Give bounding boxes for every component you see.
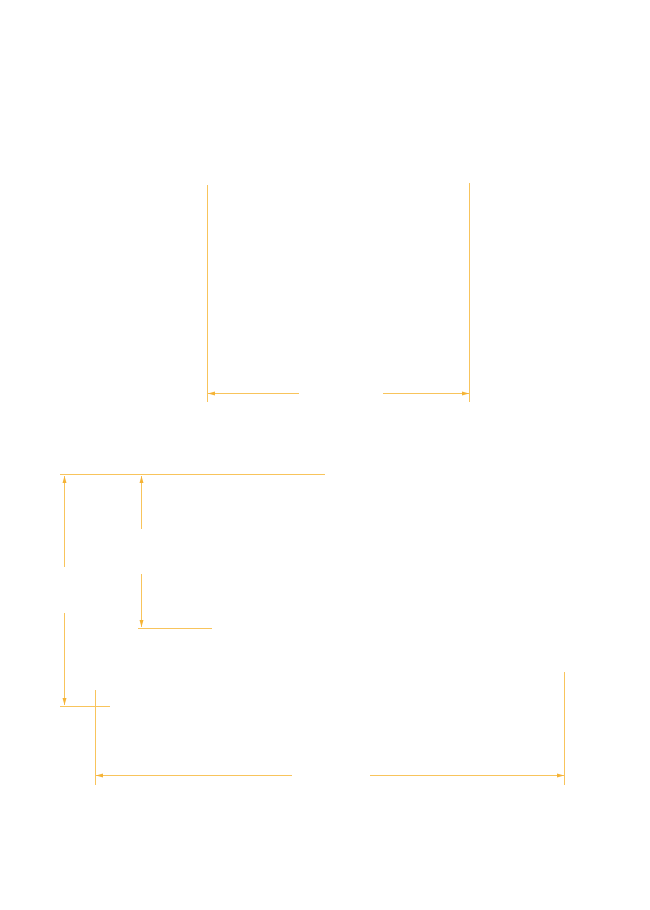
arrowhead-left [208,391,215,396]
arrowhead-down [62,698,67,705]
arrowhead-up [62,476,67,483]
arrowhead-right [462,391,469,396]
arrowhead-down [139,620,144,627]
arrowhead-up [139,476,144,483]
arrowhead-right [557,773,564,778]
arrowhead-left [96,773,103,778]
